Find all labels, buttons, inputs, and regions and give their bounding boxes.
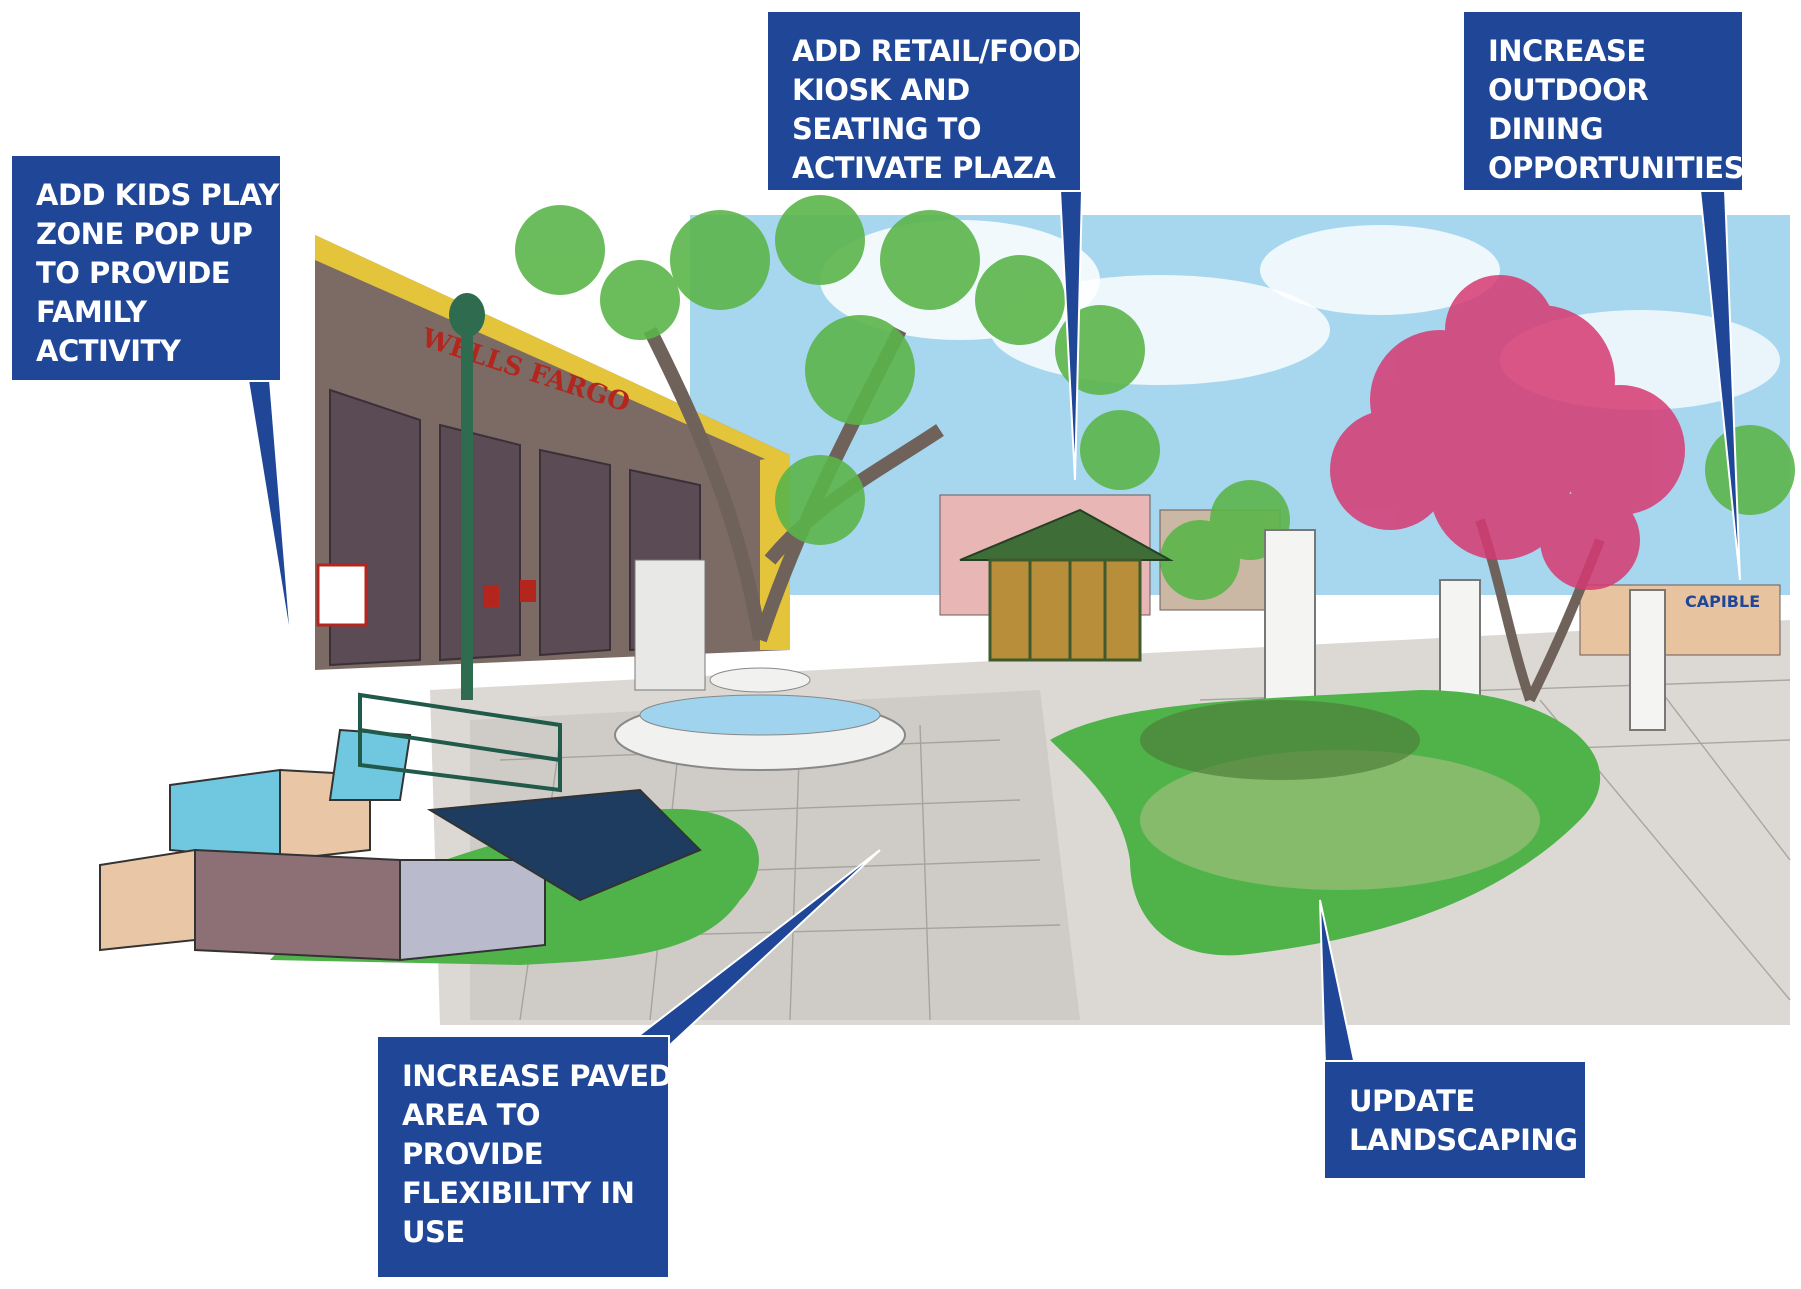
callout-pointers bbox=[246, 189, 1741, 1066]
callout-line: LANDSCAPING bbox=[1349, 1123, 1578, 1157]
bench bbox=[358, 692, 562, 793]
callout-line: ZONE POP UP bbox=[36, 217, 253, 251]
callout-outdoor-dining: INCREASE OUTDOOR DINING OPPORTUNITIES bbox=[1462, 10, 1745, 192]
callout-line: OPPORTUNITIES bbox=[1488, 151, 1745, 185]
callout-line: DINING bbox=[1488, 112, 1604, 146]
lamp-post bbox=[449, 293, 485, 700]
callout-kids-play-zone: ADD KIDS PLAY ZONE POP UP TO PROVIDE FAM… bbox=[10, 154, 282, 382]
callout-update-landscaping: UPDATE LANDSCAPING bbox=[1323, 1060, 1587, 1180]
callout-retail-kiosk: ADD RETAIL/FOOD KIOSK AND SEATING TO ACT… bbox=[766, 10, 1082, 192]
callout-line: FAMILY bbox=[36, 295, 147, 329]
callout-line: ACTIVITY bbox=[36, 334, 181, 368]
callout-line: INCREASE PAVED bbox=[402, 1059, 673, 1093]
callout-line: OUTDOOR bbox=[1488, 73, 1649, 107]
callout-line: ADD KIDS PLAY bbox=[36, 178, 279, 212]
callout-line: ACTIVATE PLAZA bbox=[792, 151, 1056, 185]
shop-sign: CAPIBLE bbox=[1685, 592, 1760, 611]
kiosk bbox=[959, 508, 1174, 662]
callout-line: FLEXIBILITY IN bbox=[402, 1176, 635, 1210]
callout-line: TO PROVIDE bbox=[36, 256, 231, 290]
play-blocks bbox=[99, 728, 702, 962]
blossom-tree bbox=[1330, 275, 1685, 703]
callout-line: PROVIDE bbox=[402, 1137, 544, 1171]
callout-line: USE bbox=[402, 1215, 465, 1249]
callout-line: AREA TO bbox=[402, 1098, 541, 1132]
callout-paved-area: INCREASE PAVED AREA TO PROVIDE FLEXIBILI… bbox=[376, 1035, 673, 1279]
callout-line: SEATING TO bbox=[792, 112, 982, 146]
shade-trees bbox=[515, 195, 1795, 643]
callout-line: KIOSK AND bbox=[792, 73, 970, 107]
callout-line: ADD RETAIL/FOOD bbox=[792, 34, 1081, 68]
callout-line: INCREASE bbox=[1488, 34, 1646, 68]
fountain bbox=[614, 559, 906, 771]
pergola-columns bbox=[1264, 529, 1666, 731]
callout-line: UPDATE bbox=[1349, 1084, 1475, 1118]
